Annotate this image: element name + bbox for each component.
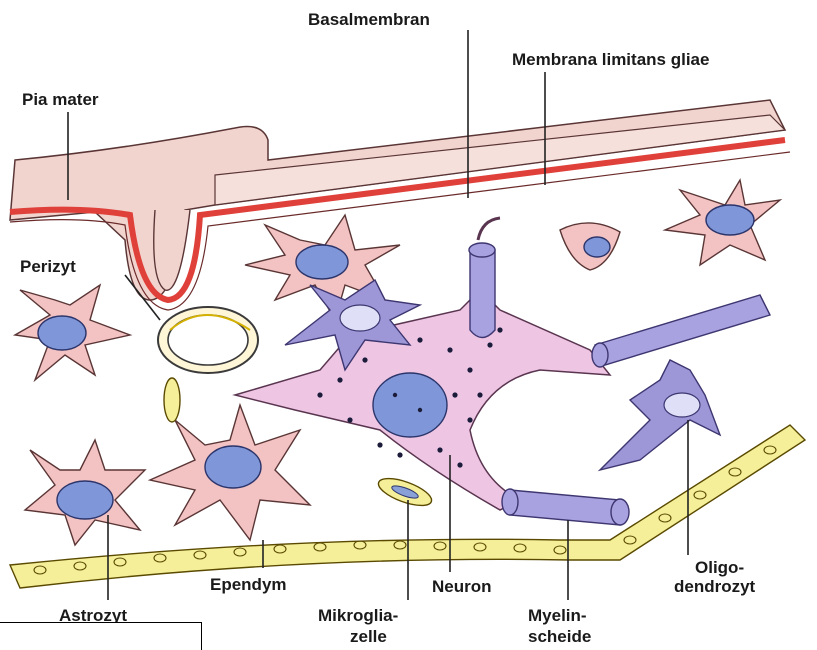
label-myelin-2: scheide	[528, 627, 591, 646]
label-membrana-limitans: Membrana limitans gliae	[512, 50, 709, 69]
label-neuron: Neuron	[432, 577, 492, 596]
label-mikroglia-2: zelle	[350, 627, 387, 646]
caption-box	[0, 622, 202, 650]
label-mikroglia-1: Mikroglia-	[318, 606, 398, 625]
label-oligo-2: dendrozyt	[674, 577, 756, 596]
label-perizyt: Perizyt	[20, 257, 76, 276]
label-oligo-1: Oligo-	[695, 558, 744, 577]
label-myelin-1: Myelin-	[528, 606, 587, 625]
label-ependym: Ependym	[210, 575, 287, 594]
label-pia-mater: Pia mater	[22, 90, 99, 109]
perizyt-capillary	[158, 307, 258, 373]
label-basalmembran: Basalmembran	[308, 10, 430, 29]
